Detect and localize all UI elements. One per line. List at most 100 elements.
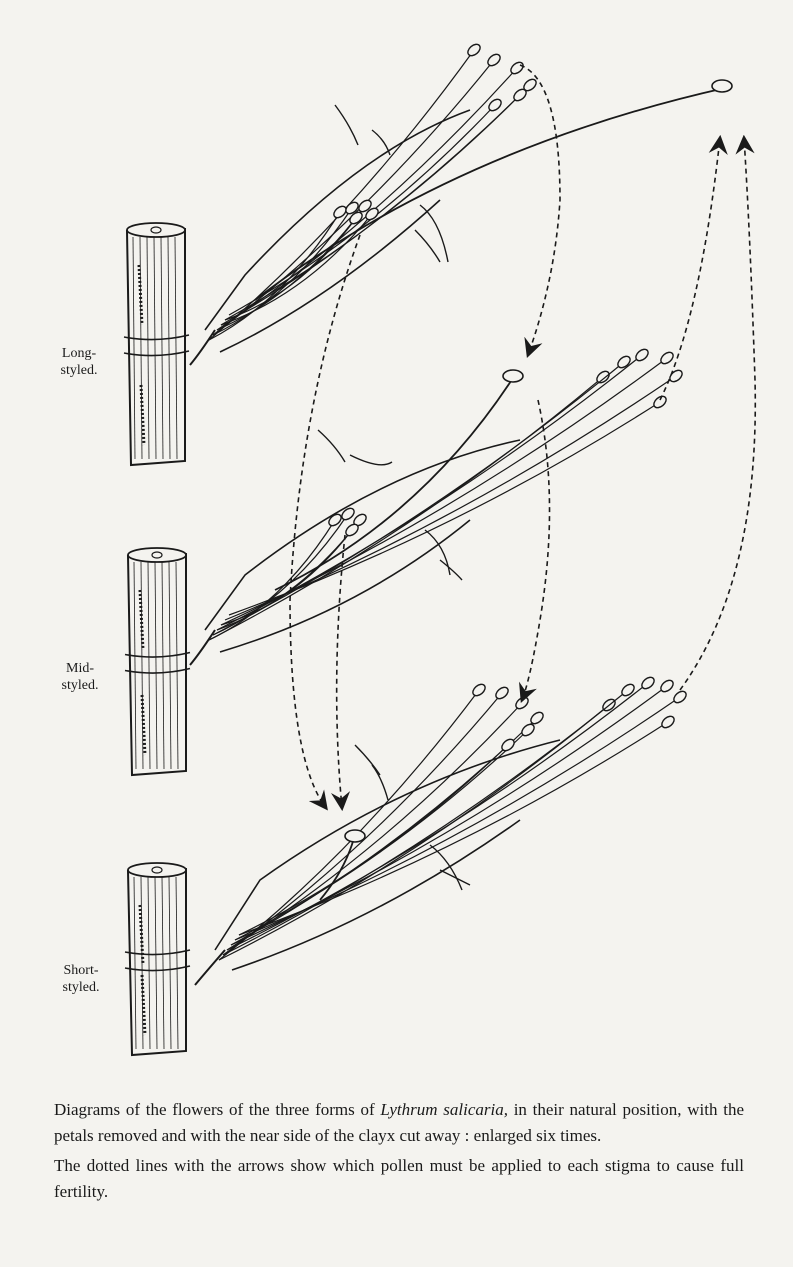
stem-short-grain: [147, 876, 151, 1050]
stem-long-cut-top: [126, 222, 186, 238]
flower-short-styled-filament: [226, 682, 649, 951]
flower-long-styled-filament: [216, 67, 518, 331]
flower-short-styled-anther: [660, 679, 674, 693]
species-name: Lythrum salicaria,: [380, 1100, 508, 1119]
stem-mid-grain: [147, 561, 151, 770]
flower-short-styled-filament: [218, 689, 480, 961]
flower-mid-styled-style: [274, 377, 514, 591]
flower-long-styled-calyx-tooth: [419, 204, 449, 263]
flower-short-styled-calyx-tooth: [429, 844, 463, 891]
flower-short-styled-calyx-tooth: [439, 869, 471, 886]
flower-mid-styled-pedicel: [189, 629, 216, 666]
flower-long-styled-filament: [220, 213, 373, 326]
stem-long: [123, 222, 190, 467]
caption-paragraph-1: Diagrams of the flowers of the three for…: [54, 1100, 744, 1145]
pollen-path-3: [659, 134, 728, 401]
flower-short-styled-filament: [234, 729, 529, 941]
flower-mid-styled-stigma: [502, 369, 524, 383]
stem-mid-grain: [154, 561, 158, 770]
stem-mid-node: [124, 651, 191, 674]
flower-long-styled-filament: [208, 211, 341, 341]
stem-long-grain: [132, 236, 136, 460]
flower-mid-styled-filament: [208, 376, 604, 641]
stem-short-cut-top: [127, 862, 187, 878]
flower-short-styled-anther: [673, 690, 687, 704]
flower-long-styled-calyx-tooth: [334, 104, 359, 146]
flower-mid-styled-filament: [220, 529, 353, 626]
caption-paragraph-2: The dotted lines with the arrows show wh…: [54, 1156, 744, 1201]
flower-short-styled-anther: [495, 686, 509, 700]
flower-short-styled-anther: [641, 676, 655, 690]
flower-long-styled-filament: [228, 104, 496, 316]
flower-mid-styled-calyx-tooth: [317, 429, 346, 463]
flower-short-styled-anther: [521, 723, 535, 737]
pollen-path-1: [519, 64, 561, 359]
flower-diagram-plate: [123, 43, 757, 1057]
stem-mid: [124, 547, 191, 777]
flower-long-styled-anther: [349, 211, 363, 225]
pollen-path-4: [679, 134, 757, 691]
pollen-paths-group: [289, 64, 757, 812]
flower-long-styled-anther: [333, 205, 347, 219]
stem-mid-cut-top: [127, 547, 187, 563]
stem-short-grain: [175, 876, 179, 1050]
flower-long-styled-anther: [365, 207, 379, 221]
stem-long-node: [123, 334, 190, 357]
flower-mid-styled-calyx-tooth: [349, 454, 393, 466]
flower-short-styled: [194, 676, 687, 986]
flower-short-styled-style: [319, 837, 355, 901]
flower-long-styled-anther: [345, 201, 359, 215]
stem-short-node: [124, 949, 191, 972]
flower-short-styled-pedicel: [194, 949, 226, 986]
flower-mid-styled-anther: [669, 369, 683, 383]
stem-mid-grain: [133, 561, 137, 770]
label-long-styled: Long- styled.: [60, 346, 98, 378]
flower-mid-styled-anther: [328, 513, 342, 527]
flower-short-styled-anther: [501, 738, 515, 752]
flower-long-styled-calyx-tooth: [414, 229, 441, 263]
flower-mid-styled-filament: [212, 513, 349, 636]
stem-long-grain: [174, 236, 178, 460]
flower-mid-styled-filament: [228, 401, 661, 616]
flower-mid-styled-anther: [345, 523, 359, 537]
stem-mid-pith: [151, 551, 163, 559]
flower-long-styled-anther: [513, 88, 527, 102]
flower-short-styled-filament: [238, 744, 509, 936]
label-mid-styled: Mid- styled.: [61, 661, 99, 693]
flower-short-styled-filament: [222, 689, 629, 956]
label-short-styled: Short- styled.: [62, 963, 100, 995]
flower-long-styled-anther: [487, 53, 501, 67]
flower-long-styled-filament: [224, 94, 521, 321]
stem-short: [124, 862, 191, 1057]
flower-long-styled-filament: [212, 207, 353, 336]
flower-mid-styled-filament: [224, 375, 677, 621]
flower-short-styled-anther: [661, 715, 675, 729]
flower-long-styled-filament: [220, 84, 531, 326]
stem-mid-grain: [161, 561, 165, 770]
flower-long-styled-anther: [358, 199, 372, 213]
stem-short-grain: [161, 876, 165, 1050]
pollen-path-6: [330, 534, 351, 812]
stem-mid-grain: [168, 561, 172, 770]
flower-mid-styled-anther: [660, 351, 674, 365]
pollen-path-5: [289, 234, 361, 811]
stem-mid-grain: [175, 561, 179, 770]
flower-long-styled-anther: [488, 98, 502, 112]
stem-long-grain: [167, 236, 171, 460]
flower-mid-styled-filament: [216, 519, 361, 631]
flower-mid-styled-anther: [635, 348, 649, 362]
flower-long-styled-pedicel: [189, 329, 216, 366]
flower-long-styled-anther: [467, 43, 481, 57]
flower-mid-styled-anther: [341, 507, 355, 521]
flower-short-styled-filament: [238, 721, 669, 936]
flower-short-styled-filament: [226, 702, 523, 951]
flower-short-styled-anther: [472, 683, 486, 697]
flower-mid-styled-anther: [617, 355, 631, 369]
flower-short-styled-calyx: [214, 739, 561, 971]
figure-caption: Diagrams of the flowers of the three for…: [54, 1097, 744, 1205]
pollen-path-2: [519, 399, 551, 703]
flower-short-styled-stigma: [344, 829, 366, 843]
flower-long-styled-filament: [208, 49, 475, 341]
flower-mid-styled-calyx-tooth: [424, 529, 451, 576]
flower-long-styled-filament: [212, 59, 495, 336]
